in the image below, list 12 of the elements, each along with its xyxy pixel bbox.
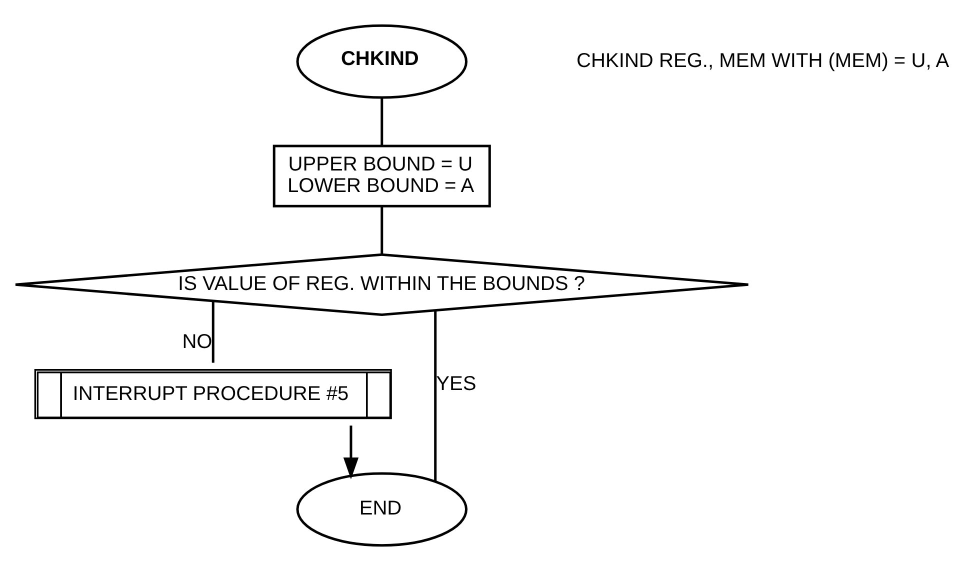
connector [380,98,384,146]
connector [380,206,384,255]
label: CHKIND REG., MEM WITH (MEM) = U, A [576,50,950,72]
node-diamond: IS VALUE OF REG. WITHIN THE BOUNDS ? [14,253,750,316]
node-ellipse: CHKIND [296,24,468,99]
edge-label: NO [182,331,212,354]
node-box: UPPER BOUND = U LOWER BOUND = A [272,144,491,208]
arrow [343,426,359,480]
connector [434,310,437,482]
node-ellipse: END [296,472,468,547]
edge-label: YES [436,373,476,396]
connector [212,301,214,363]
